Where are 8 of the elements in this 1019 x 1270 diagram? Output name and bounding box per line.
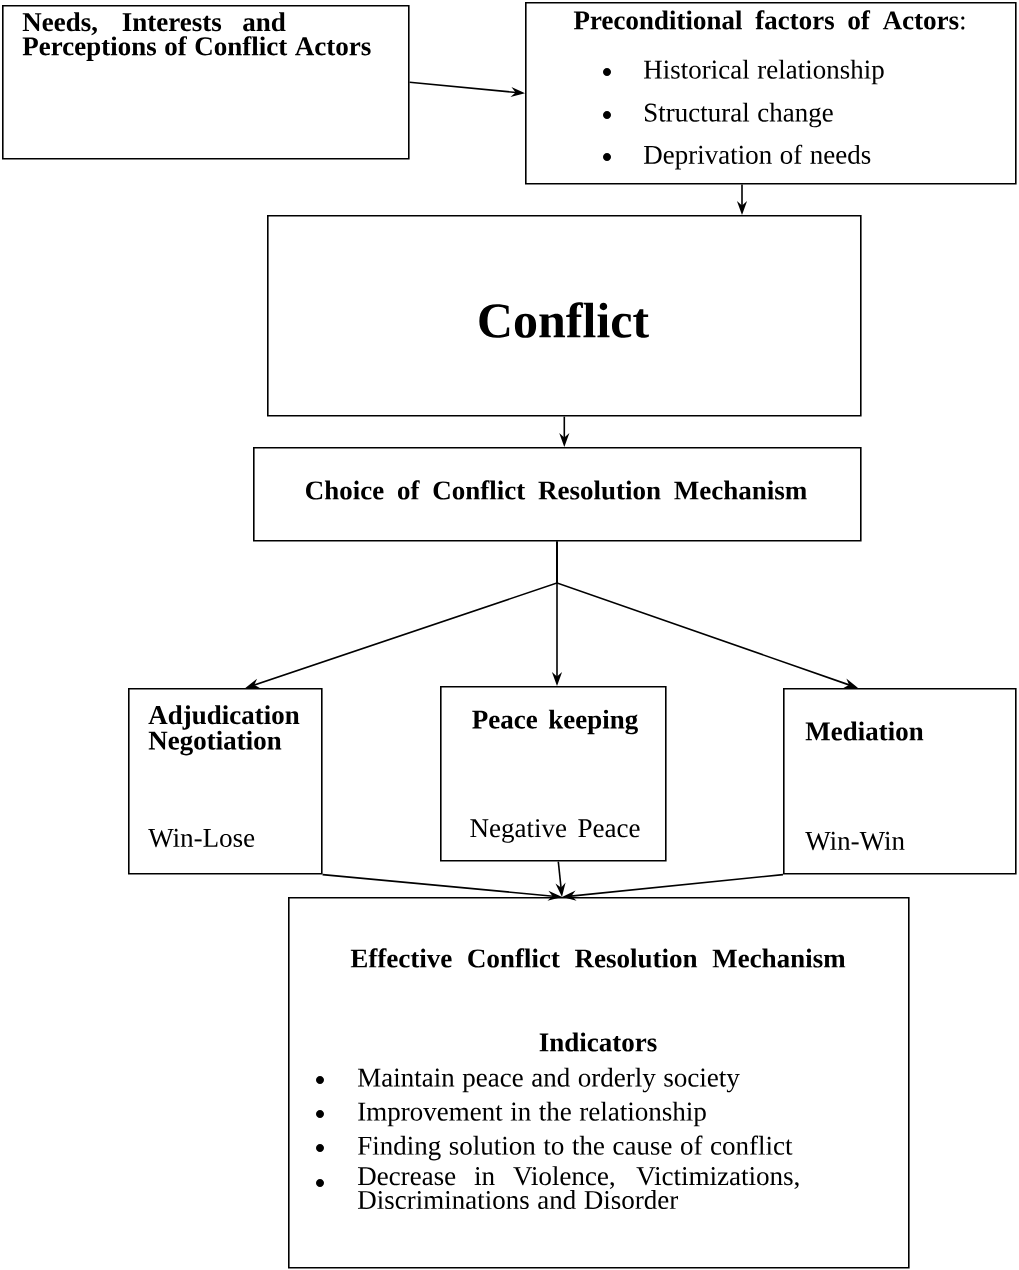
process-box: Adjudication Negotiation Win-Lose — [128, 688, 323, 875]
process-box: Choice of Conflict Resolution Mechanism — [253, 447, 862, 542]
process-box: Needs, Interests and Perceptions of Conflict Actors — [2, 5, 410, 160]
process-box: Effective Conflict Resolution Mechanism Indicators Maintain peace and orderly society Improvement in the relationship Finding solution to the cause of conflict Decrease in Violence, Victimizations, Discriminations and Disorder — [288, 897, 910, 1269]
process-box: Peace keeping Negative Peace — [440, 686, 667, 862]
process-box: Conflict — [267, 215, 862, 417]
process-box: Mediation Win-Win — [783, 688, 1017, 875]
process-box: Preconditional factors of Actors: Historical relationship Structural change Deprivation of needs — [525, 2, 1017, 185]
